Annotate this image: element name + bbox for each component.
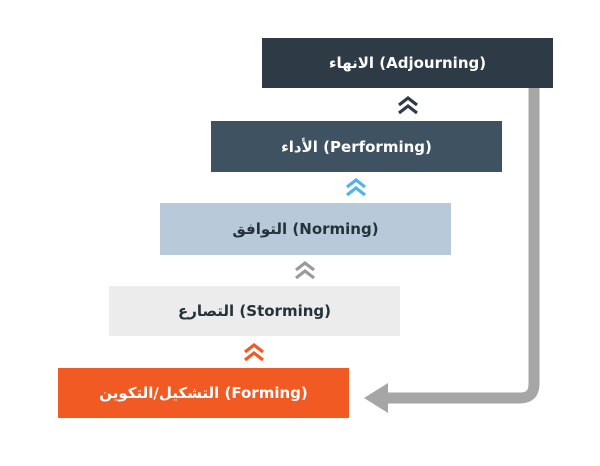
stage-performing-label: الأداء (Performing) [281,137,432,156]
stage-norming: التوافق (Norming) [160,203,451,255]
stage-storming-label: التصارع (Storming) [178,302,331,320]
stage-norming-label: التوافق (Norming) [232,220,379,238]
stage-forming-label: التشكيل/التكوين (Forming) [99,384,308,402]
stage-forming: التشكيل/التكوين (Forming) [58,368,349,418]
double-chevron-up-icon [346,178,366,197]
double-chevron-up-icon [295,261,315,280]
stage-performing: الأداء (Performing) [211,121,502,172]
stage-adjourning: الانهاء (Adjourning) [262,38,553,88]
double-chevron-up-icon [398,96,418,115]
double-chevron-up-icon [244,343,264,362]
stage-adjourning-label: الانهاء (Adjourning) [328,54,487,72]
stage-storming: التصارع (Storming) [109,286,400,336]
